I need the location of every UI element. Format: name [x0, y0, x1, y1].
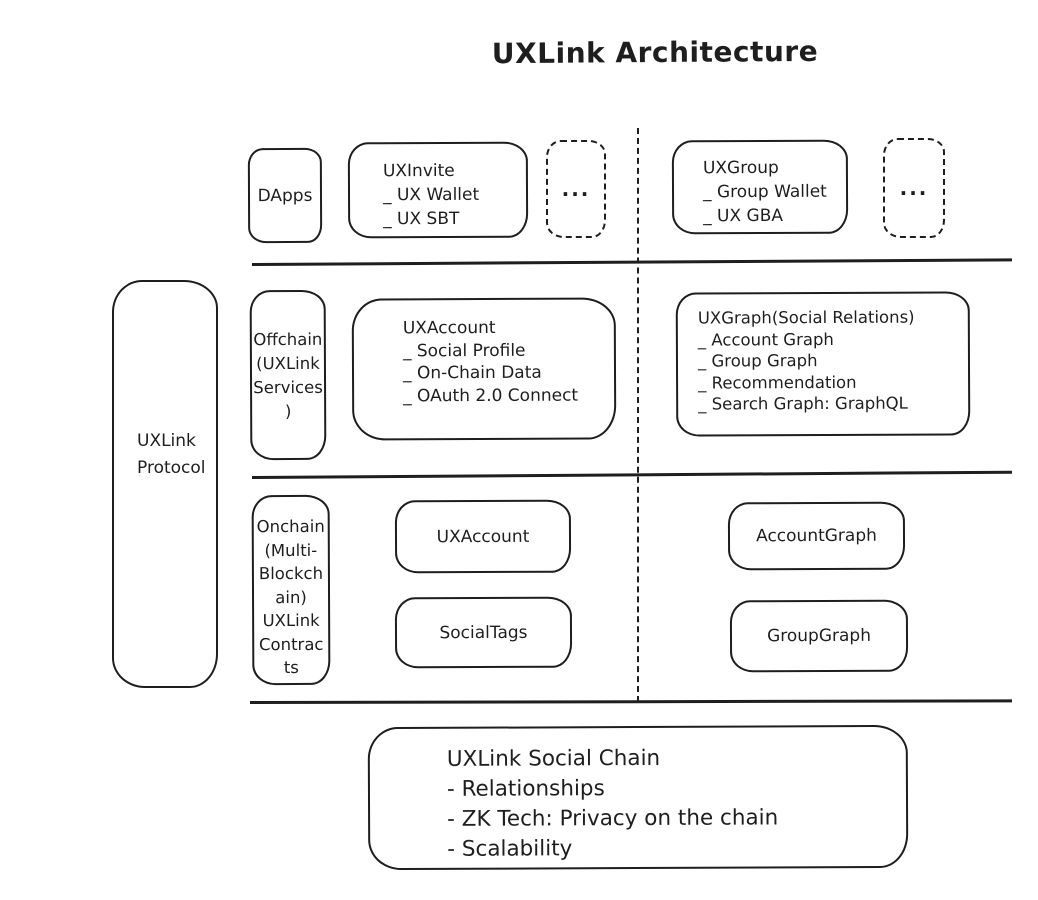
divider-dashed-vertical — [637, 128, 639, 702]
separator-bottom — [249, 699, 1013, 705]
uxaccount-offchain-box: UXAccount_ Social Profile_ On-Chain Data… — [351, 297, 617, 441]
text-line: - Relationships — [446, 776, 605, 802]
text-line: _ Social Profile — [402, 340, 526, 361]
text-line: Protocol — [137, 458, 206, 478]
text-line: (Multi- — [264, 540, 318, 560]
text-line: UXGraph(Social Relations) — [697, 307, 915, 328]
text-line: _ Account Graph — [697, 329, 834, 350]
text-line: UXAccount — [402, 317, 496, 339]
groupgraph-box: GroupGraph — [729, 599, 909, 673]
uxgroup-box: UXGroup_ Group Wallet_ UX GBA — [671, 139, 849, 235]
text-line: Onchain — [256, 516, 325, 537]
text-line: _ Search Graph: GraphQL — [698, 393, 908, 414]
ellipsis-box-right: ... — [883, 138, 945, 238]
text-line: Offchain — [253, 329, 323, 350]
uxaccount-onchain-label: UXAccount — [436, 526, 530, 547]
separator-middle — [251, 470, 1012, 479]
text-line: Services — [253, 377, 323, 398]
uxgraph-box: UXGraph(Social Relations)_ Account Graph… — [675, 291, 971, 437]
text-line: ts — [283, 657, 299, 678]
groupgraph-label: GroupGraph — [767, 625, 871, 647]
accountgraph-box: AccountGraph — [727, 501, 906, 571]
text-line: - ZK Tech: Privacy on the chain — [447, 805, 779, 832]
text-line: _ UX Wallet — [382, 184, 480, 206]
uxinvite-box: UXInvite_ UX Wallet_ UX SBT — [347, 141, 529, 239]
text-line: _ OAuth 2.0 Connect — [403, 385, 579, 406]
dapps-label: DApps — [257, 185, 313, 206]
socialtags-box: SocialTags — [394, 596, 573, 669]
ellipsis-right-label: ... — [899, 176, 929, 200]
text-line: UXInvite — [382, 160, 455, 182]
text-line: Contrac — [258, 634, 324, 654]
text-line: UXLink — [262, 610, 320, 631]
accountgraph-label: AccountGraph — [756, 525, 877, 547]
text-line: _ Group Wallet — [702, 181, 827, 203]
text-line: UXLink Social Chain — [446, 745, 661, 772]
text-line: _ UX GBA — [703, 205, 784, 227]
text-line: ain) — [275, 587, 307, 607]
uxaccount-onchain-box: UXAccount — [394, 499, 572, 574]
text-line: Blockch — [258, 563, 324, 584]
text-line: _ Group Graph — [697, 351, 818, 371]
socialtags-label: SocialTags — [439, 622, 528, 643]
text-line: _ Recommendation — [698, 372, 857, 393]
diagram-title: UXLink Architecture — [491, 34, 819, 71]
text-line: _ UX SBT — [383, 208, 460, 230]
text-line: - Scalability — [447, 836, 573, 862]
dapps-box: DApps — [247, 147, 323, 244]
text-line: _ On-Chain Data — [402, 362, 542, 384]
text-line: (UXLink — [256, 353, 320, 374]
text-line: UXLink — [137, 431, 196, 451]
ellipsis-left-label: ... — [561, 177, 591, 201]
ellipsis-box-left: ... — [546, 140, 606, 238]
text-line: UXGroup — [702, 157, 779, 179]
social-chain-box: UXLink Social Chain - Relationships - ZK T… — [367, 724, 909, 871]
separator-top — [251, 258, 1012, 266]
text-line: ) — [284, 401, 292, 422]
